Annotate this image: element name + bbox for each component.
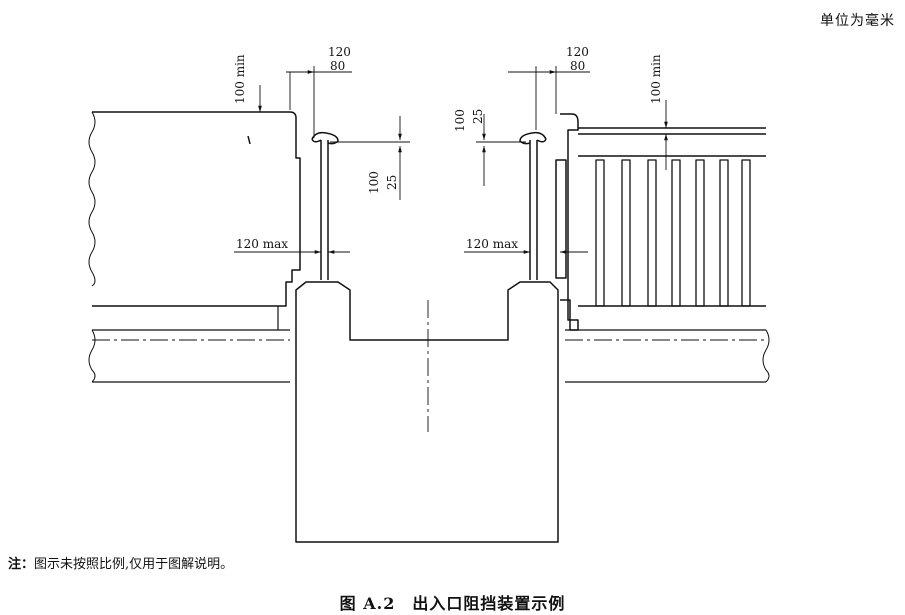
dim-left-100: 100 xyxy=(367,171,381,194)
right-fence-rail xyxy=(578,127,766,135)
right-base xyxy=(565,329,766,383)
dim-left-120max: 120 max xyxy=(236,237,288,251)
left-base xyxy=(92,306,290,383)
dim-right-120max: 120 max xyxy=(466,237,518,251)
right-barrier-cap xyxy=(519,131,547,145)
dim-right-120: 120 xyxy=(566,45,589,59)
right-gate-frame xyxy=(560,113,579,331)
dim-right-100min: 100 min xyxy=(649,54,663,104)
figure-caption: 图 A.2 出入口阻挡装置示例 xyxy=(339,594,566,613)
left-break-line xyxy=(88,111,96,287)
right-gate-panel xyxy=(555,159,567,279)
dim-left-120: 120 xyxy=(328,45,351,59)
right-fence-pickets xyxy=(595,159,751,307)
central-pit xyxy=(295,281,559,543)
dim-right-80: 80 xyxy=(570,59,585,73)
dim-left-80: 80 xyxy=(330,59,345,73)
dim-right-25: 25 xyxy=(471,109,485,124)
note-prefix: 注： xyxy=(8,557,35,572)
dim-right-100: 100 xyxy=(453,109,467,132)
dim-left-25: 25 xyxy=(385,175,399,190)
note-text: 图示未按照比例,仅用于图解说明。 xyxy=(34,557,234,572)
dim-left-100min: 100 min xyxy=(233,54,247,104)
diagram-note: 注：图示未按照比例,仅用于图解说明。 xyxy=(8,553,233,572)
left-barrier-post xyxy=(320,140,329,280)
unit-label: 单位为毫米 xyxy=(820,13,895,29)
right-barrier-post xyxy=(529,140,538,280)
left-platform xyxy=(92,111,301,307)
left-barrier-cap xyxy=(311,131,339,145)
left-base-break xyxy=(88,329,96,383)
right-base-break xyxy=(762,329,770,383)
